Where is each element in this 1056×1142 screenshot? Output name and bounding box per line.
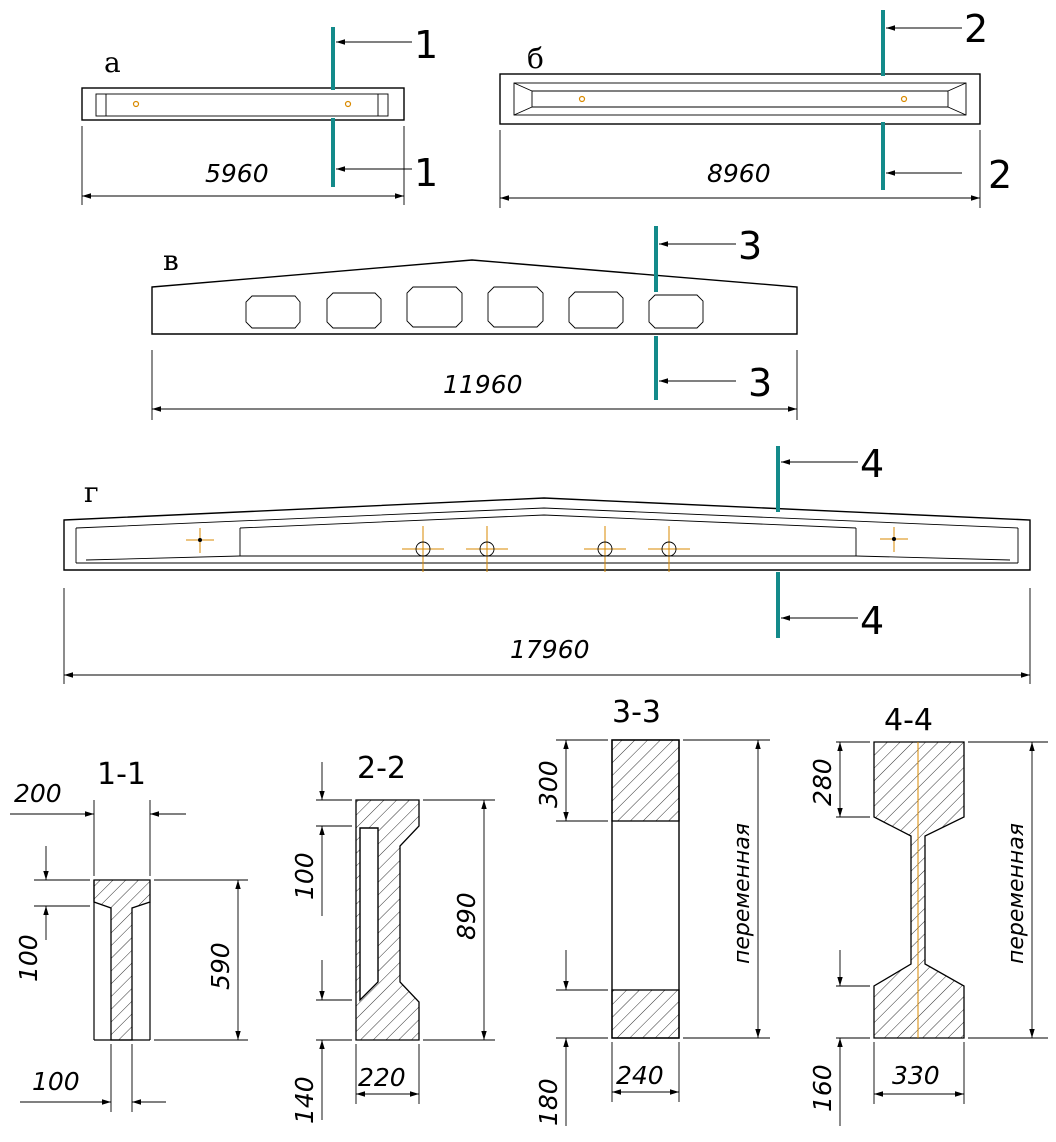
cut-1-label-top: 1: [414, 23, 438, 67]
cut-2-label-bottom: 2: [988, 153, 1012, 197]
section-2-2-dim-bottom: 140: [290, 1076, 319, 1124]
section-2-2-dim-width: 220: [358, 1063, 406, 1092]
section-1-1-title: 1-1: [97, 757, 146, 792]
cut-3-label-top: 3: [738, 224, 762, 268]
view-v-openings: [245, 286, 704, 329]
view-g-letter: г: [84, 476, 99, 509]
section-4-4: 4-4 280 160 переменная 330: [808, 703, 1048, 1126]
view-b-length: 8960: [707, 159, 771, 188]
view-v-letter: в: [163, 244, 179, 277]
view-a-outline: [81, 87, 405, 121]
view-v: в 11960 3 3: [151, 224, 798, 420]
view-g: г 17960: [63, 442, 1031, 684]
view-b-letter: б: [527, 42, 544, 75]
view-b-outline: [499, 73, 981, 125]
section-4-4-dim-bottom: 160: [808, 1064, 837, 1112]
section-3-3-top-chord: [611, 739, 680, 822]
section-3-3-bottom-chord: [611, 989, 680, 1039]
section-2-2-dim-height: 890: [452, 892, 481, 940]
section-3-3-dim-top: 300: [534, 760, 563, 808]
view-a-length: 5960: [205, 159, 269, 188]
cut-1-label-bottom: 1: [414, 151, 438, 195]
section-1-1-dim-width-top: 200: [14, 779, 62, 808]
view-v-length: 11960: [443, 370, 523, 399]
view-b: б 8960 2 2: [499, 7, 1012, 208]
section-3-3-dim-bottom: 180: [534, 1078, 563, 1126]
view-g-length: 17960: [510, 635, 590, 664]
section-1-1-dim-flange: 100: [14, 934, 43, 982]
section-2-2-dim-top: 100: [290, 852, 319, 900]
section-3-3-dim-width: 240: [616, 1061, 664, 1090]
section-1-1-dim-web: 100: [32, 1067, 80, 1096]
section-4-4-dim-height: переменная: [1004, 823, 1029, 964]
cut-4-label-top: 4: [860, 442, 884, 486]
section-2-2-title: 2-2: [357, 751, 406, 786]
section-2-2: 2-2 100 140 890 220: [290, 751, 495, 1124]
cut-3-label-bottom: 3: [748, 361, 772, 405]
section-4-4-title: 4-4: [884, 703, 933, 738]
section-1-1: 1-1 200 100 590 100: [10, 757, 248, 1112]
section-3-3: 3-3 300 180 переменная 240: [534, 695, 770, 1126]
cut-2-label-top: 2: [964, 7, 988, 51]
section-4-4-dim-top: 280: [808, 758, 837, 806]
cut-4-label-bottom: 4: [860, 599, 884, 643]
view-a-letter: а: [104, 46, 121, 79]
view-v-outline: [151, 259, 798, 335]
view-b-inner: [513, 82, 967, 116]
section-1-1-shape: [93, 879, 151, 1041]
section-1-1-dim-height: 590: [206, 942, 235, 990]
view-a: а 5960 1 1: [81, 23, 438, 205]
view-g-outline: [63, 497, 1031, 571]
section-3-3-title: 3-3: [612, 695, 661, 730]
section-4-4-dim-width: 330: [892, 1061, 940, 1090]
section-4-4-shape: [873, 741, 965, 1039]
view-g-axes: [186, 526, 908, 572]
section-3-3-dim-height: переменная: [730, 823, 755, 964]
view-a-inner: [95, 93, 389, 117]
